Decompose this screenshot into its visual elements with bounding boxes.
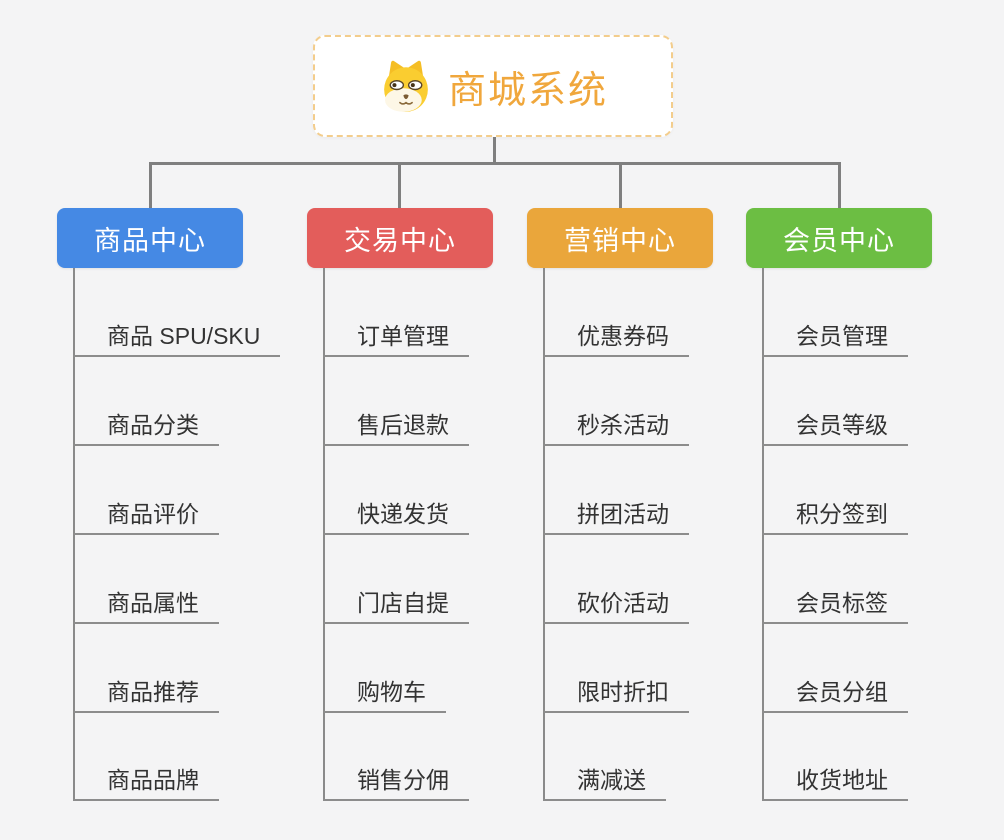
leaf-item[interactable]: 销售分佣: [323, 766, 469, 801]
leaf-item[interactable]: 积分签到: [762, 500, 908, 535]
leaf-item[interactable]: 会员管理: [762, 322, 908, 357]
leaf-item[interactable]: 商品评价: [73, 500, 219, 535]
leaf-item[interactable]: 商品 SPU/SKU: [73, 322, 281, 357]
leaf-item[interactable]: 商品属性: [73, 589, 219, 624]
leaf-item[interactable]: 会员标签: [762, 589, 908, 624]
leaf-item[interactable]: 优惠券码: [543, 322, 689, 357]
leaf-item[interactable]: 拼团活动: [543, 500, 689, 535]
leaf-item[interactable]: 商品分类: [73, 411, 219, 446]
connector-drop-3: [619, 162, 622, 208]
leaf-item[interactable]: 限时折扣: [543, 678, 689, 713]
root-title: 商城系统: [447, 69, 608, 112]
connector-root-trunk: [493, 137, 496, 163]
leaf-item[interactable]: 订单管理: [323, 322, 469, 357]
leaf-item[interactable]: 砍价活动: [543, 589, 689, 624]
branch-node-marketing[interactable]: 营销中心: [527, 208, 713, 268]
branch-node-products[interactable]: 商品中心: [57, 208, 243, 268]
root-node[interactable]: 商城系统: [313, 35, 673, 137]
leaf-item[interactable]: 商品推荐: [73, 678, 219, 713]
dog-face-icon: [384, 60, 428, 112]
leaf-item[interactable]: 满减送: [543, 766, 666, 801]
branch-node-members[interactable]: 会员中心: [746, 208, 932, 268]
leaf-item[interactable]: 会员分组: [762, 678, 908, 713]
connector-drop-4: [838, 162, 841, 208]
leaf-item[interactable]: 门店自提: [323, 589, 469, 624]
connector-bus: [149, 162, 841, 165]
leaf-item[interactable]: 售后退款: [323, 411, 469, 446]
branch-node-trade[interactable]: 交易中心: [307, 208, 493, 268]
connector-drop-1: [149, 162, 152, 208]
leaf-item[interactable]: 秒杀活动: [543, 411, 689, 446]
connector-drop-2: [398, 162, 401, 208]
leaf-item[interactable]: 商品品牌: [73, 766, 219, 801]
leaf-item[interactable]: 购物车: [323, 678, 446, 713]
leaf-item[interactable]: 收货地址: [762, 766, 908, 801]
leaf-item[interactable]: 会员等级: [762, 411, 908, 446]
leaf-item[interactable]: 快递发货: [323, 500, 469, 535]
